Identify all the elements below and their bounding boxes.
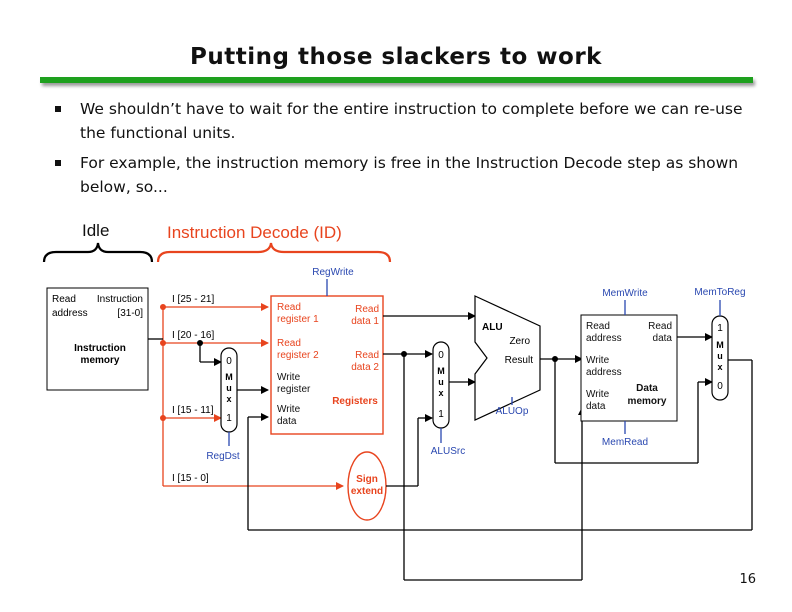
memtoreg-in0: 0 xyxy=(717,381,723,392)
field-imm-label: I [15 - 0] xyxy=(172,473,209,484)
junction-dot-rd xyxy=(160,415,166,421)
imem-name-1: Instruction xyxy=(74,343,126,354)
dmem-name-2: memory xyxy=(628,396,667,407)
regdst-u: u xyxy=(226,383,232,393)
imem-bits-label: [31-0] xyxy=(117,308,143,319)
regdst-m: M xyxy=(225,372,233,382)
memread-control-label: MemRead xyxy=(602,437,648,448)
decode-stage-label: Instruction Decode (ID) xyxy=(167,223,342,242)
datapath-wires xyxy=(148,312,753,581)
alu-name: ALU xyxy=(482,322,503,333)
alusrc-in1: 1 xyxy=(438,409,444,420)
dmem-name-1: Data xyxy=(636,383,658,394)
rf-read-data1-b: data 1 xyxy=(351,316,379,327)
slide-title: Putting those slackers to work xyxy=(190,44,602,70)
dmem-read-data-b: data xyxy=(653,333,673,344)
rf-read-reg1-a: Read xyxy=(277,302,301,313)
bullet-item: We shouldn’t have to wait for the entire… xyxy=(52,97,752,145)
bullet-item: For example, the instruction memory is f… xyxy=(52,151,752,199)
rt-to-regdst-wire xyxy=(199,343,222,366)
regdst-in0: 0 xyxy=(226,356,232,367)
sign-extend-line1: Sign xyxy=(356,474,378,485)
regdst-x: x xyxy=(226,394,231,404)
decode-brace xyxy=(156,242,392,263)
bullet-text: We shouldn’t have to wait for the entire… xyxy=(80,100,743,142)
sign-extend-line2: extend xyxy=(351,486,383,497)
rf-read-reg2-a: Read xyxy=(277,338,301,349)
dmem-write-address-a: Write xyxy=(586,355,610,366)
junction-dot-rt xyxy=(160,340,166,346)
imem-instruction-label: Instruction xyxy=(97,294,143,305)
title-rule xyxy=(40,77,753,83)
rf-read-data2-b: data 2 xyxy=(351,362,379,373)
rf-read-data2-a: Read xyxy=(355,350,379,361)
dmem-write-data-b: data xyxy=(586,401,606,412)
idle-stage-label: Idle xyxy=(82,221,109,240)
register-file-block xyxy=(270,295,384,435)
memtoreg-control-label: MemToReg xyxy=(694,287,745,298)
alusrc-u: u xyxy=(438,377,444,387)
rf-name: Registers xyxy=(332,396,378,407)
imem-name-2: memory xyxy=(81,355,120,366)
junction-dot-rt-mux xyxy=(197,340,203,346)
memtoreg-x: x xyxy=(717,362,722,372)
junction-dot-readdata2 xyxy=(401,351,407,357)
regwrite-control-label: RegWrite xyxy=(312,267,354,278)
memtoreg-m: M xyxy=(716,340,724,350)
regdst-in1: 1 xyxy=(226,413,232,424)
instruction-field-wires xyxy=(162,303,344,490)
memtoreg-in1: 1 xyxy=(717,323,723,334)
alusrc-x: x xyxy=(438,388,443,398)
dmem-read-address-a: Read xyxy=(586,321,610,332)
alusrc-m: M xyxy=(437,366,445,376)
rf-write-data-b: data xyxy=(277,416,297,427)
dmem-read-address-b: address xyxy=(586,333,622,344)
rf-write-data-a: Write xyxy=(277,404,301,415)
rf-write-reg-b: register xyxy=(277,384,311,395)
rf-read-reg2-b: register 2 xyxy=(277,350,319,361)
page-number: 16 xyxy=(739,572,756,587)
bullet-list: We shouldn’t have to wait for the entire… xyxy=(52,97,752,205)
rf-read-data1-a: Read xyxy=(355,304,379,315)
memwrite-control-label: MemWrite xyxy=(602,288,648,299)
idle-brace xyxy=(42,242,154,263)
regdst-control-label: RegDst xyxy=(206,451,240,462)
field-rs-label: I [25 - 21] xyxy=(172,294,214,305)
junction-dot-rs xyxy=(160,304,166,310)
aluop-control-label: ALUOp xyxy=(496,406,529,417)
rf-write-reg-a: Write xyxy=(277,372,301,383)
bullet-marker-icon xyxy=(55,160,61,166)
dmem-write-address-b: address xyxy=(586,367,622,378)
alu-result-label: Result xyxy=(505,355,534,366)
data-memory-block xyxy=(580,314,678,422)
field-rt-label: I [20 - 16] xyxy=(172,330,214,341)
imem-address-label: address xyxy=(52,308,88,319)
dmem-write-data-a: Write xyxy=(586,389,610,400)
alu-unit xyxy=(474,295,541,421)
field-rd-label: I [15 - 11] xyxy=(172,405,214,416)
instruction-memory-block xyxy=(46,287,149,391)
alu-zero-label: Zero xyxy=(509,336,530,347)
rf-read-reg1-b: register 1 xyxy=(277,314,319,325)
memtoreg-u: u xyxy=(717,351,723,361)
bullet-marker-icon xyxy=(55,106,61,112)
dmem-read-data-a: Read xyxy=(648,321,672,332)
imem-read-label: Read xyxy=(52,294,76,305)
junction-dot-aluresult xyxy=(552,356,558,362)
alusrc-in0: 0 xyxy=(438,350,444,361)
bullet-text: For example, the instruction memory is f… xyxy=(80,154,739,196)
alusrc-control-label: ALUSrc xyxy=(431,446,465,457)
